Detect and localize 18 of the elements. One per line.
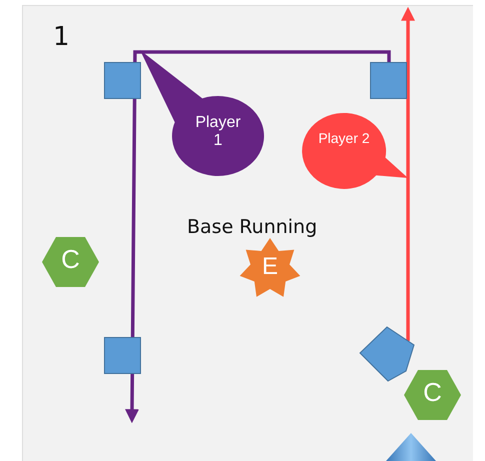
node-label: C [60, 245, 81, 275]
base-square [104, 337, 141, 374]
running-path-arrow [125, 50, 391, 424]
node-label: C [422, 378, 443, 408]
hexagon-marker [42, 237, 99, 287]
node-label: Player 2 [317, 130, 371, 146]
star-marker [239, 238, 301, 300]
home-plate [360, 327, 414, 381]
drill-number: 1 [53, 22, 70, 52]
diagram-title: Base Running [187, 216, 318, 238]
base-square [370, 62, 407, 99]
base-square [104, 62, 141, 99]
running-path-arrow [401, 6, 415, 341]
node-label: Player 1 [194, 114, 242, 151]
hexagon-marker [404, 370, 461, 420]
cone-icon [386, 433, 436, 461]
node-label: E [260, 253, 279, 281]
speech-bubble [138, 48, 266, 176]
